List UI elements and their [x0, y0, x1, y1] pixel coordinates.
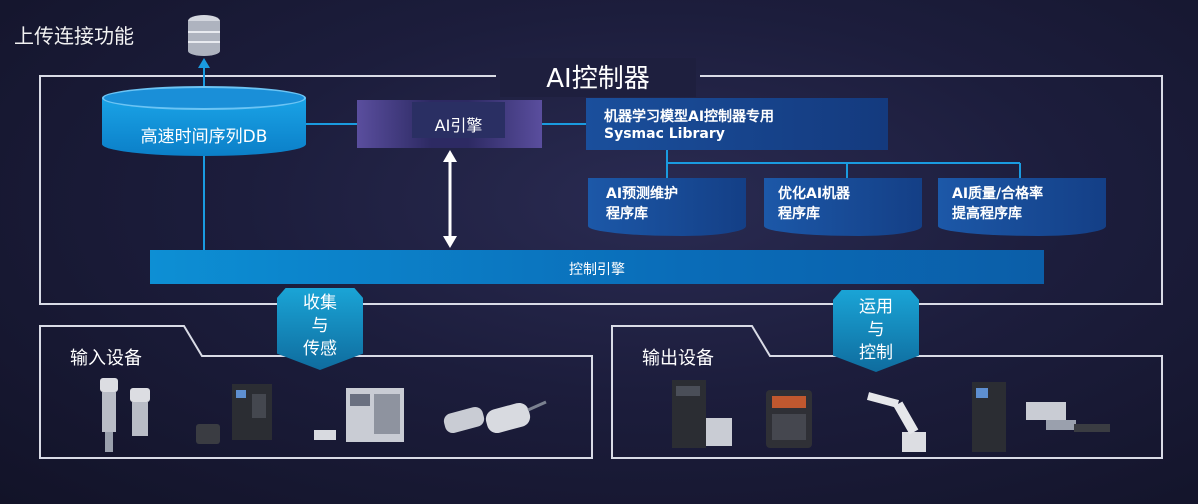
db-label: 高速时间序列DB — [140, 127, 268, 147]
input-devices-title: 输入设备 — [70, 348, 142, 369]
collect-sensing-text: 收集 与 传感 — [303, 293, 337, 359]
collect-sensing-badge — [277, 288, 363, 370]
doc-text-2: 优化AI机器 程序库 — [778, 186, 851, 222]
database-icon — [186, 14, 222, 56]
doc-machine-optimization — [764, 178, 922, 236]
doc-quality-yield — [938, 178, 1106, 236]
doc-text-1: AI预测维护 程序库 — [606, 186, 679, 222]
control-engine-label: 控制引擎 — [569, 262, 625, 278]
upload-title: 上传连接功能 — [14, 24, 134, 48]
controller-title: AI控制器 — [500, 58, 696, 97]
library-line2: Sysmac Library — [604, 126, 725, 142]
ai-engine-label: AI引擎 — [434, 116, 483, 135]
db-top — [102, 86, 306, 110]
output-devices-title: 输出设备 — [642, 348, 714, 369]
doc-predictive-maintenance — [588, 178, 746, 236]
doc-text-3: AI质量/合格率 提高程序库 — [952, 186, 1044, 222]
control-engine-bar — [150, 250, 1044, 284]
ai-engine-inner — [412, 102, 505, 138]
apply-control-badge — [833, 290, 919, 372]
apply-control-text: 运用 与 控制 — [859, 297, 893, 363]
library-line1: 机器学习模型AI控制器专用 — [604, 109, 775, 125]
sysmac-library-box — [586, 98, 888, 150]
